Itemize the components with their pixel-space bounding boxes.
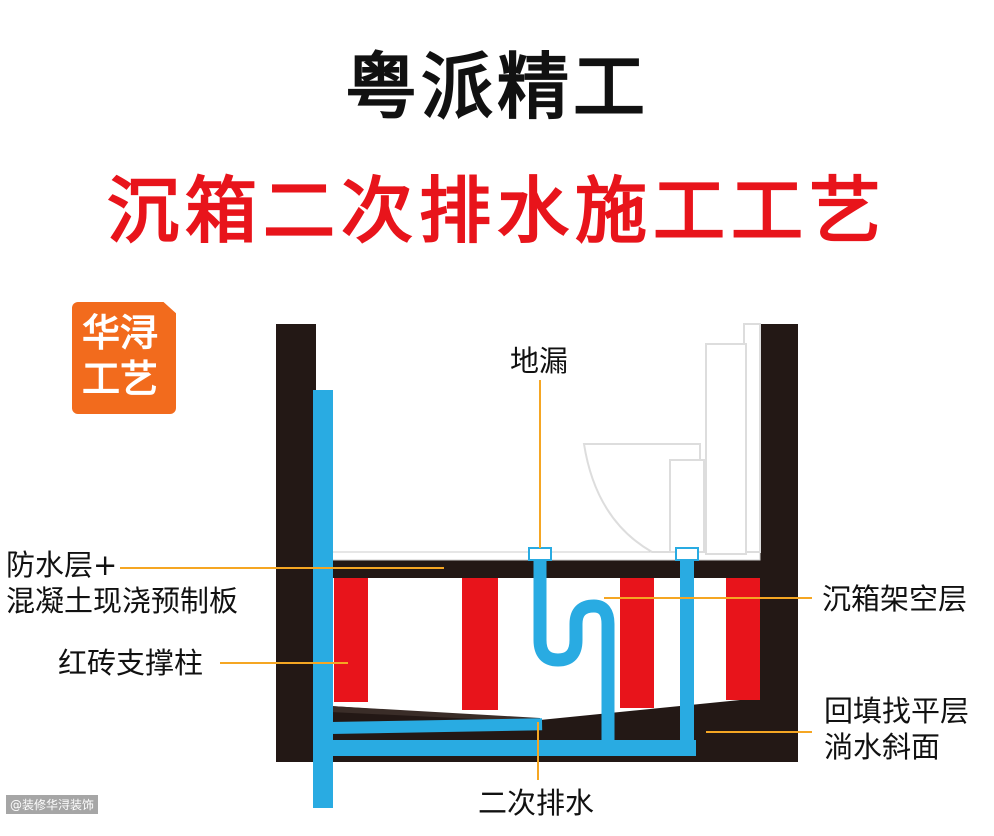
floor-drain-cap <box>528 547 552 561</box>
vertical-drain-pipe <box>313 390 333 808</box>
page-subtitle: 沉箱二次排水施工工艺 <box>106 169 887 253</box>
brick-column-2 <box>462 578 498 710</box>
label-floor-drain: 地漏 <box>510 344 569 378</box>
badge-line-2: 工艺 <box>82 357 159 401</box>
upper-drain-pipe <box>330 718 543 734</box>
backfill-top-left <box>330 706 540 722</box>
brick-column-1 <box>334 578 368 702</box>
left-wall <box>276 324 316 762</box>
label-backfill-line-1: 回填找平层 <box>824 694 970 728</box>
watermark: @装修华浔装饰 <box>6 795 99 814</box>
label-backfill-line-2: 淌水斜面 <box>824 730 941 764</box>
badge-line-1: 华浔 <box>82 311 159 355</box>
label-brick-columns: 红砖支撑柱 <box>58 646 204 680</box>
label-waterproof-line-1: 防水层+ <box>6 548 118 582</box>
floor-drain-trap <box>533 556 615 742</box>
toilet-pipe-cap <box>675 547 699 561</box>
page-title: 粤派精工 <box>344 45 649 129</box>
leader-lines <box>120 380 812 780</box>
label-waterproof-line-2: 混凝土现浇预制板 <box>6 584 239 618</box>
toilet-drain-pipe <box>680 558 694 748</box>
brick-column-4 <box>726 578 760 700</box>
brand-badge: 华浔 工艺 <box>72 302 176 414</box>
label-secondary-drain: 二次排水 <box>478 786 595 820</box>
right-wall <box>760 324 798 762</box>
brick-column-3 <box>620 578 654 708</box>
lower-drain-pipe <box>330 740 696 756</box>
label-overhead-layer: 沉箱架空层 <box>822 582 968 616</box>
toilet-icon <box>582 323 761 555</box>
